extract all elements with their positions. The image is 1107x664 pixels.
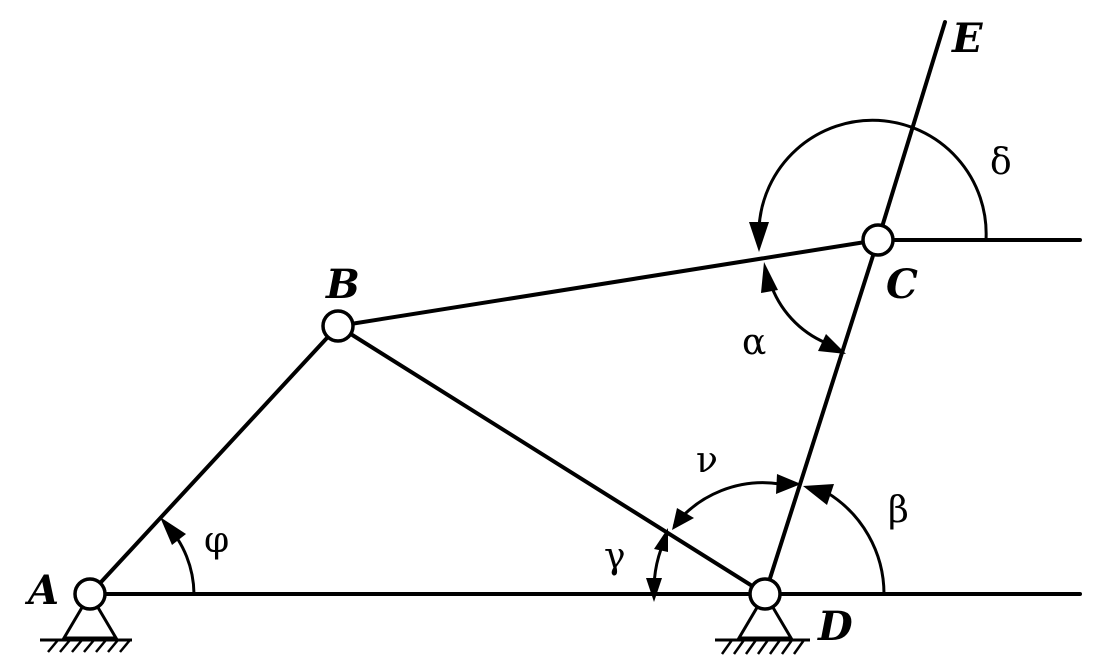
link-dc xyxy=(763,238,880,596)
label-a: A xyxy=(24,567,59,614)
angle-gamma-arc xyxy=(646,528,669,602)
angle-beta-arc xyxy=(803,484,886,595)
joint-b xyxy=(321,309,355,343)
label-delta: δ xyxy=(990,142,1012,183)
link-ab xyxy=(88,324,340,596)
label-e: E xyxy=(951,15,983,62)
joint-d xyxy=(748,577,782,611)
label-c: C xyxy=(886,261,918,308)
ground-support-a xyxy=(40,593,132,653)
label-nu: ν xyxy=(696,440,718,481)
angle-delta-arc xyxy=(749,118,988,252)
label-b: B xyxy=(325,261,360,308)
label-beta: β xyxy=(888,490,909,531)
joint-a xyxy=(73,577,107,611)
label-gamma: γ xyxy=(604,536,626,577)
joint-c xyxy=(861,223,895,257)
angle-alpha-arc xyxy=(761,262,846,354)
angle-nu-arc xyxy=(672,474,801,530)
label-phi: φ xyxy=(204,520,229,561)
link-bc xyxy=(336,238,880,328)
label-d: D xyxy=(817,603,853,650)
label-alpha: α xyxy=(742,322,766,363)
link-ce xyxy=(876,20,947,242)
angle-phi-arc xyxy=(160,517,196,595)
link-bd xyxy=(336,324,767,596)
ground-support-d xyxy=(715,593,810,655)
